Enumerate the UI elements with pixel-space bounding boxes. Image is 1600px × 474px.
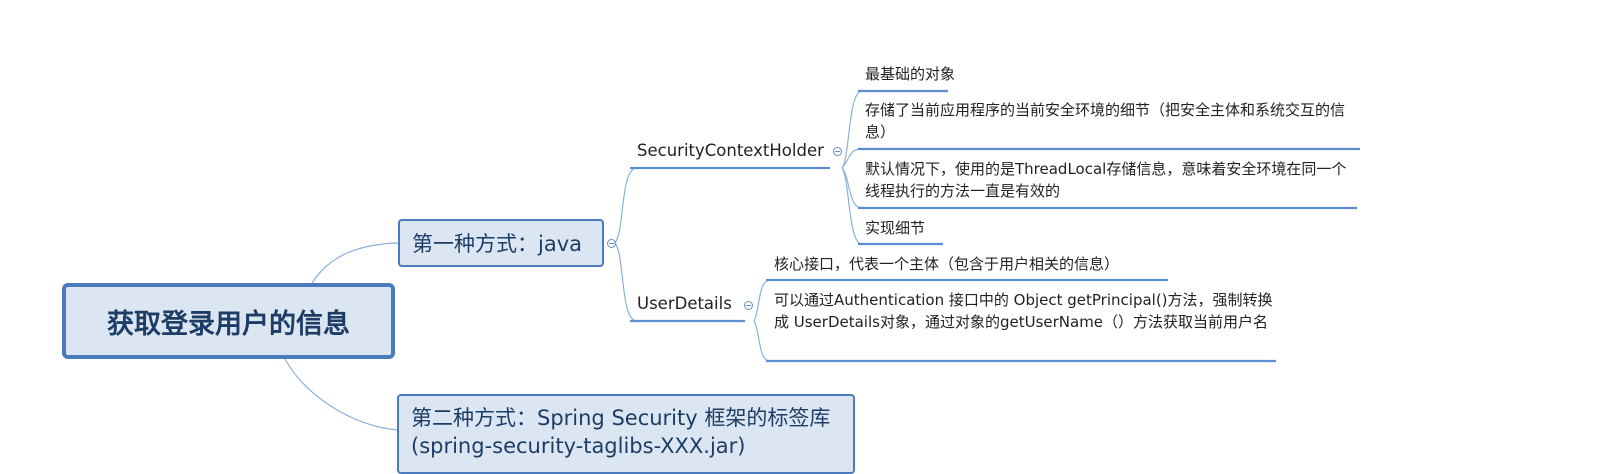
note-implementation[interactable]: 实现细节 bbox=[865, 219, 926, 237]
note-core-interface[interactable]: 核心接口，代表一个主体（包含于用户相关的信息） bbox=[774, 255, 1120, 273]
connector-lines bbox=[284, 89, 1360, 431]
node-security-context-holder[interactable]: SecurityContextHolder bbox=[637, 141, 824, 160]
collapse-icon[interactable] bbox=[744, 301, 753, 310]
collapse-icon[interactable] bbox=[607, 239, 616, 248]
method-node-taglib-label: 第二种方式：Spring Security 框架的标签库(spring-secu… bbox=[411, 406, 831, 458]
note-basic-object[interactable]: 最基础的对象 bbox=[865, 65, 956, 83]
note-get-principal[interactable]: 可以通过Authentication 接口中的 Object getPrinci… bbox=[774, 291, 1273, 331]
node-user-details[interactable]: UserDetails bbox=[637, 294, 732, 313]
method-node-java-label: 第一种方式：java bbox=[412, 232, 582, 256]
method-node-java[interactable]: 第一种方式：java bbox=[398, 219, 604, 267]
root-node[interactable]: 获取登录用户的信息 bbox=[62, 283, 395, 359]
root-node-label: 获取登录用户的信息 bbox=[107, 308, 350, 340]
note-threadlocal[interactable]: 默认情况下，使用的是ThreadLocal存储信息，意味着安全环境在同一个线程执… bbox=[865, 160, 1347, 200]
note-stores-context[interactable]: 存储了当前应用程序的当前安全环境的细节（把安全主体和系统交互的信息） bbox=[865, 101, 1346, 141]
method-node-taglib[interactable]: 第二种方式：Spring Security 框架的标签库(spring-secu… bbox=[397, 394, 855, 474]
collapse-icon[interactable] bbox=[833, 147, 842, 156]
